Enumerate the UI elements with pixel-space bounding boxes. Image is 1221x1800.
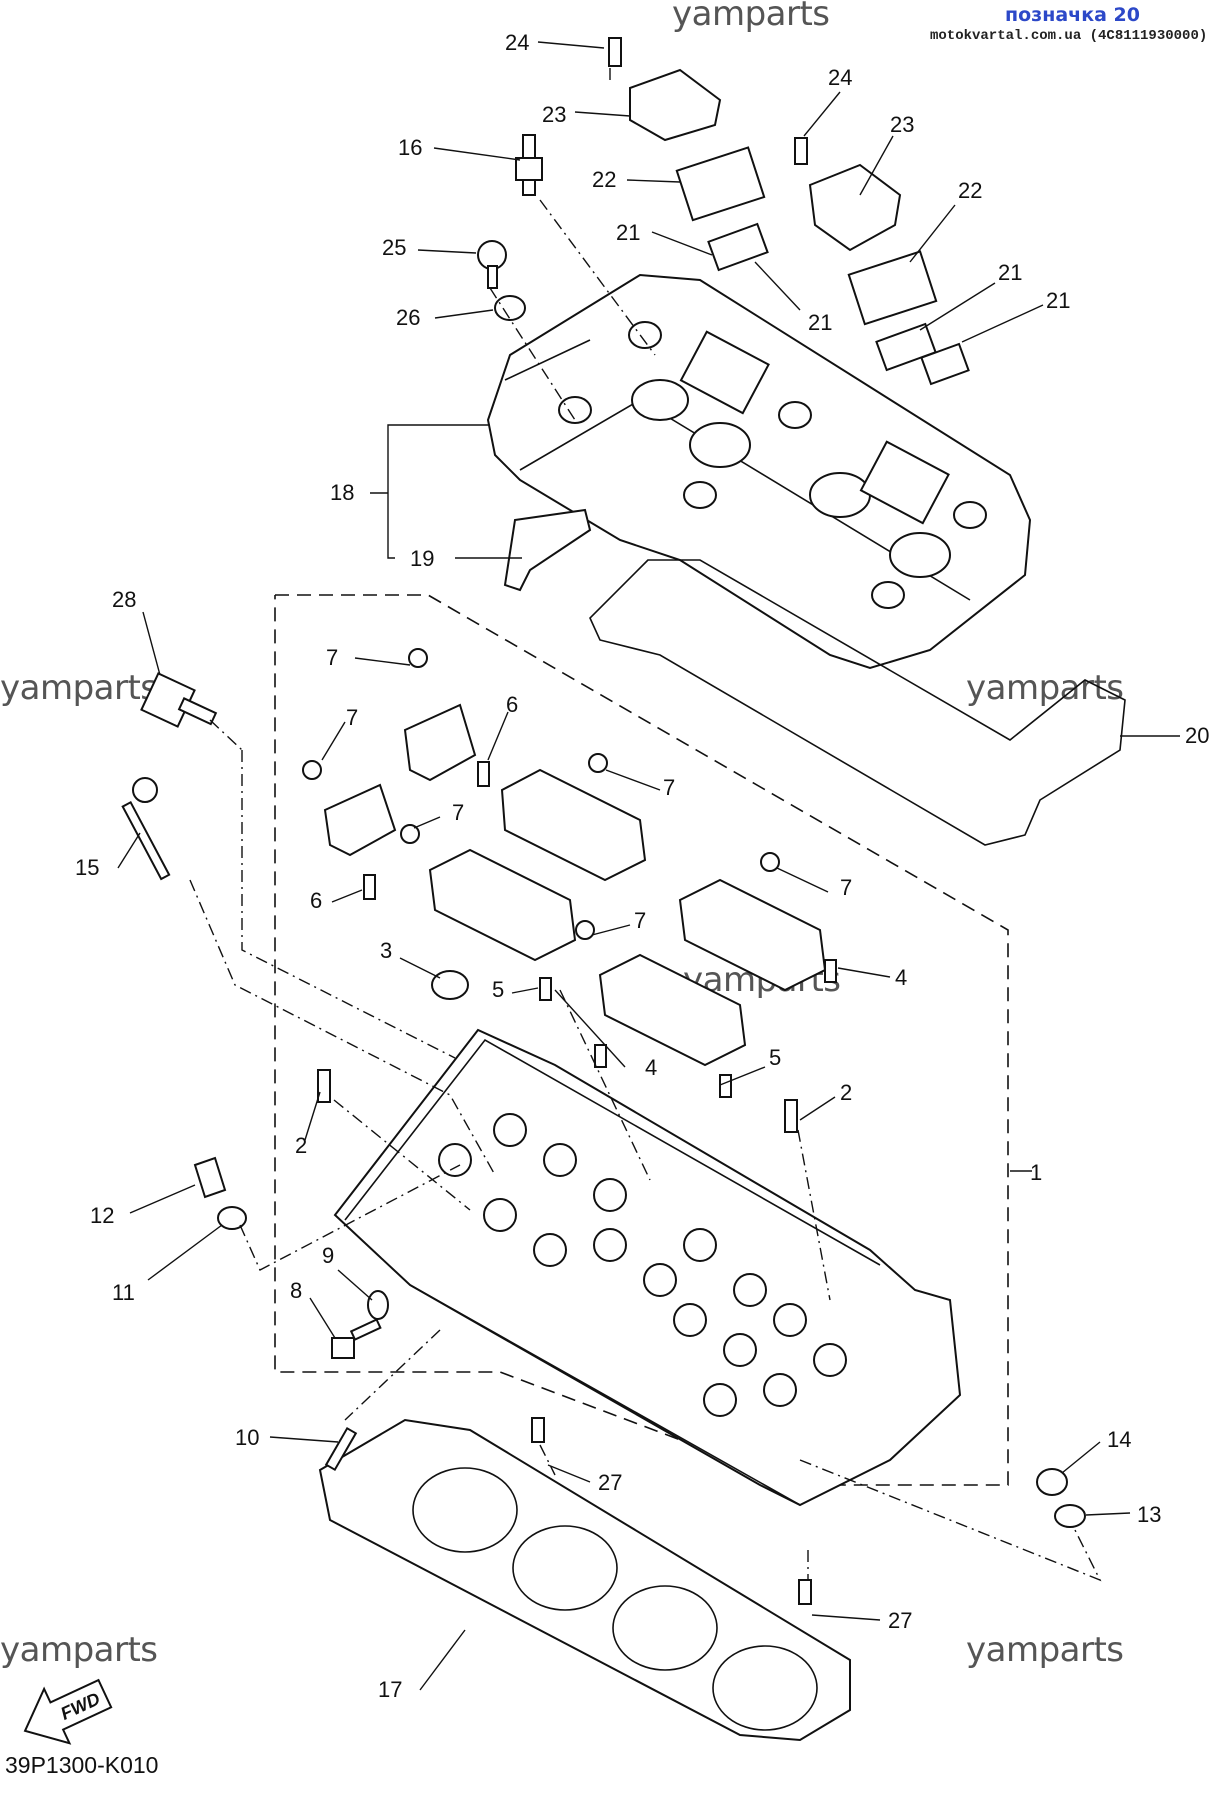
bolt-24 (608, 37, 808, 165)
callout: 8 (290, 1278, 302, 1303)
callout: 12 (90, 1203, 114, 1228)
camshaft-caps (323, 703, 827, 1067)
forward-arrow-icon: FWD (23, 1678, 113, 1745)
bolts-7 (302, 648, 780, 940)
callout: 20 (1185, 723, 1209, 748)
callout: 28 (112, 587, 136, 612)
washer-13 (1054, 1504, 1086, 1528)
callout: 22 (592, 167, 616, 192)
assembly-boundary (274, 594, 1009, 1486)
callout: 11 (112, 1280, 135, 1305)
callout: 4 (645, 1055, 657, 1080)
fitting-28 (140, 672, 218, 728)
callout: 1 (1030, 1160, 1042, 1185)
stud-15 (121, 777, 171, 881)
callout: 10 (235, 1425, 259, 1450)
callout: 6 (506, 692, 518, 717)
washer-11 (217, 1206, 247, 1230)
callout: 7 (452, 800, 464, 825)
washer-26 (494, 295, 526, 321)
callout: 9 (322, 1243, 334, 1268)
callout: 5 (492, 977, 504, 1002)
callout: 27 (598, 1470, 622, 1495)
callout: 24 (505, 30, 529, 55)
cover-gasket (589, 559, 1126, 846)
bracket-19 (503, 508, 592, 592)
callout: 5 (769, 1045, 781, 1070)
dowels (317, 761, 837, 1605)
callout: 15 (75, 855, 99, 880)
bolt-25 (477, 240, 507, 289)
cap-23 (629, 68, 902, 252)
page-label: позначка 20 (1005, 4, 1140, 26)
stud-10 (324, 1426, 358, 1472)
bolt-8 (331, 1318, 382, 1359)
callout: 2 (840, 1080, 852, 1105)
callout: 7 (663, 775, 675, 800)
callout: 7 (346, 705, 358, 730)
watermark: yamparts (966, 1630, 1124, 1670)
callout: 6 (310, 888, 322, 913)
callout: 23 (542, 102, 566, 127)
head-gasket (318, 1418, 851, 1742)
plug-3 (431, 970, 469, 1000)
callout: 18 (330, 480, 354, 505)
callout: 16 (398, 135, 422, 160)
callout: 24 (828, 65, 852, 90)
washer-9 (367, 1290, 389, 1320)
head-cover (486, 273, 1032, 670)
watermark: yamparts (966, 668, 1124, 708)
callout: 7 (634, 908, 646, 933)
watermark: yamparts (672, 0, 830, 34)
source-site-label: motokvartal.com.ua (4C8111930000) (930, 28, 1208, 44)
callout: 3 (380, 938, 392, 963)
callout: 19 (410, 546, 434, 571)
gasket-22 (675, 146, 938, 326)
callout: 4 (895, 965, 907, 990)
callout: 17 (378, 1677, 402, 1702)
callout: 21 (616, 220, 640, 245)
reed-21 (707, 222, 970, 386)
watermark: yamparts (0, 1630, 158, 1670)
callout: 21 (808, 310, 832, 335)
callout: 27 (888, 1608, 912, 1633)
spark-plug-16 (515, 134, 543, 196)
callout: 7 (326, 645, 338, 670)
bolt-12 (193, 1156, 227, 1199)
watermark: yamparts (0, 668, 158, 708)
callout: 21 (998, 260, 1022, 285)
cylinder-head (333, 1028, 962, 1507)
callout: 14 (1107, 1427, 1131, 1452)
leader-lines (117, 41, 1180, 1691)
callout: 7 (840, 875, 852, 900)
callout: 2 (295, 1133, 307, 1158)
diagram-code: 39P1300-K010 (5, 1752, 159, 1778)
callout: 21 (1046, 288, 1070, 313)
bolt-14 (1036, 1468, 1068, 1496)
callout: 26 (396, 305, 420, 330)
callout: 13 (1137, 1502, 1161, 1527)
callout: 23 (890, 112, 914, 137)
valve-train (438, 1113, 847, 1417)
callout: 22 (958, 178, 982, 203)
callout-labels: 24 23 24 23 16 22 22 21 21 21 21 25 26 1… (75, 30, 1209, 1702)
callout: 25 (382, 235, 406, 260)
